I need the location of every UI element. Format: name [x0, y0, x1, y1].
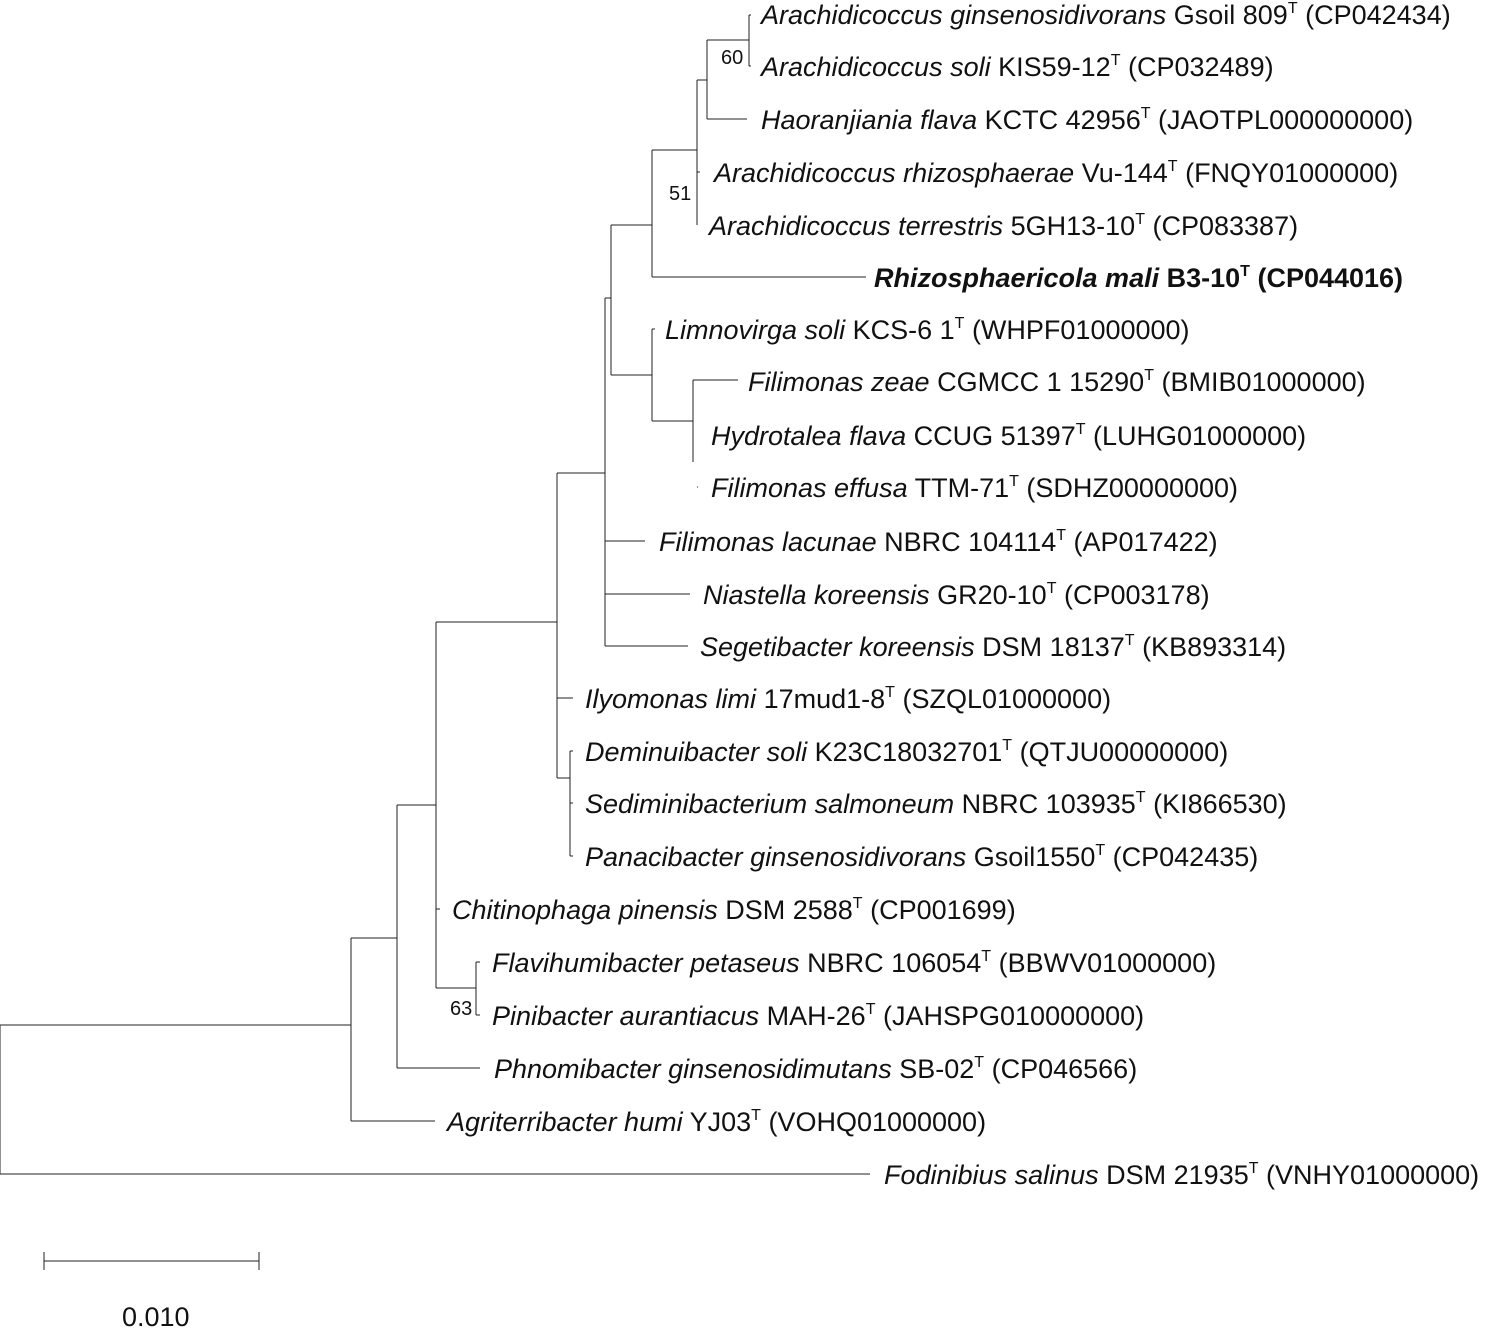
- taxon-label-highlighted: Rhizosphaericola mali B3-10T (CP044016): [874, 263, 1403, 293]
- taxon-label: Phnomibacter ginsenosidimutans SB-02T (C…: [494, 1054, 1137, 1084]
- bootstrap-value: 60: [721, 47, 743, 69]
- scale-bar-label: 0.010: [122, 1302, 190, 1332]
- taxon-label: Pinibacter aurantiacus MAH-26T (JAHSPG01…: [492, 1001, 1144, 1031]
- taxon-label: Arachidicoccus terrestris 5GH13-10T (CP0…: [707, 211, 1298, 241]
- tree-branches: [0, 14, 870, 1175]
- taxon-label: Hydrotalea flava CCUG 51397T (LUHG010000…: [711, 421, 1306, 451]
- taxon-label: Agriterribacter humi YJ03T (VOHQ01000000…: [445, 1107, 986, 1137]
- taxon-label: Filimonas lacunae NBRC 104114T (AP017422…: [659, 527, 1218, 557]
- taxon-label: Segetibacter koreensis DSM 18137T (KB893…: [700, 632, 1286, 662]
- taxon-label: Panacibacter ginsenosidivorans Gsoil1550…: [585, 842, 1258, 872]
- bootstrap-value: 63: [450, 998, 472, 1020]
- taxon-label: Filimonas zeae CGMCC 1 15290T (BMIB01000…: [748, 367, 1366, 397]
- taxon-label: Deminuibacter soli K23C18032701T (QTJU00…: [585, 737, 1228, 767]
- bootstrap-values: 60 51 63: [450, 47, 743, 1020]
- taxon-label: Arachidicoccus soli KIS59-12T (CP032489): [759, 52, 1274, 82]
- taxon-label: Flavihumibacter petaseus NBRC 106054T (B…: [492, 948, 1216, 978]
- taxon-label: Filimonas effusa TTM-71T (SDHZ00000000): [711, 473, 1238, 503]
- taxon-label: Chitinophaga pinensis DSM 2588T (CP00169…: [452, 895, 1016, 925]
- bootstrap-value: 51: [669, 183, 691, 205]
- taxon-label: Ilyomonas limi 17mud1-8T (SZQL01000000): [585, 684, 1111, 714]
- taxon-label: Haoranjiania flava KCTC 42956T (JAOTPL00…: [761, 105, 1413, 135]
- taxon-label: Arachidicoccus ginsenosidivorans Gsoil 8…: [759, 0, 1451, 30]
- taxon-label: Sediminibacterium salmoneum NBRC 103935T…: [585, 789, 1287, 819]
- scale-bar: 0.010: [43, 1252, 260, 1332]
- taxon-label: Niastella koreensis GR20-10T (CP003178): [703, 580, 1210, 610]
- taxon-label: Arachidicoccus rhizosphaerae Vu-144T (FN…: [712, 158, 1398, 188]
- taxon-label: Limnovirga soli KCS-6 1T (WHPF01000000): [665, 315, 1190, 345]
- taxon-labels: Arachidicoccus ginsenosidivorans Gsoil 8…: [445, 0, 1479, 1190]
- taxon-label: Fodinibius salinus DSM 21935T (VNHY01000…: [884, 1160, 1479, 1190]
